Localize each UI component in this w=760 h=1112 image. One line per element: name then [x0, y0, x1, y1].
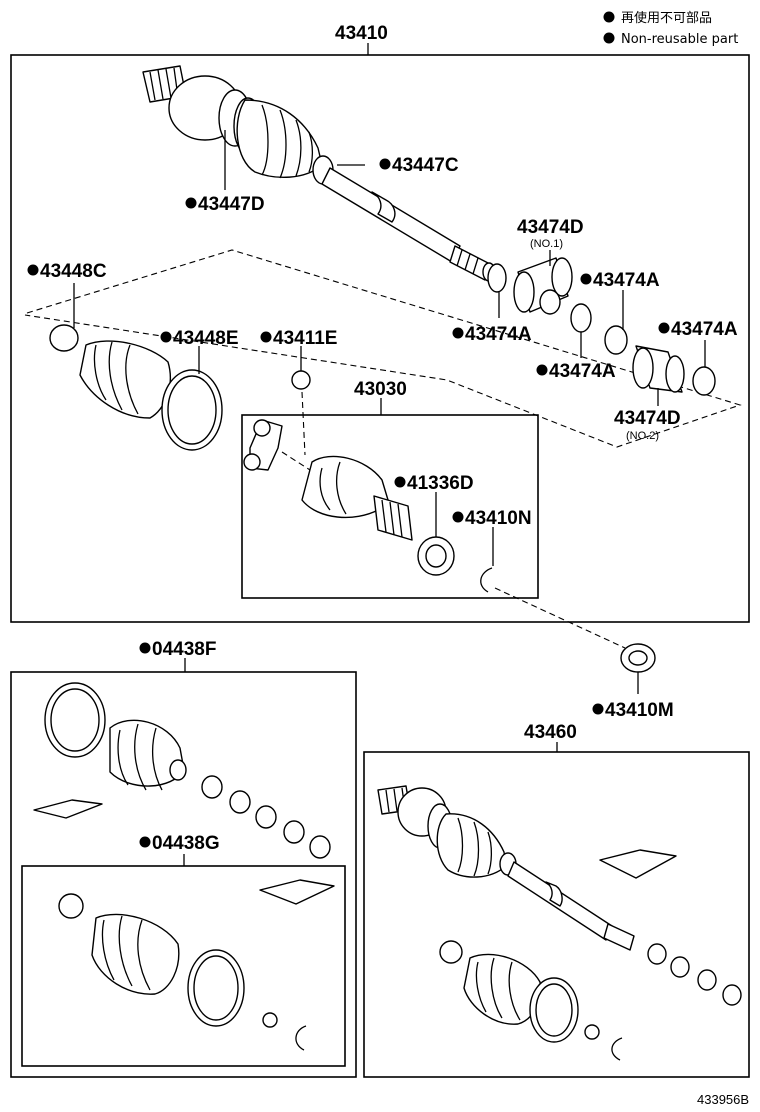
- non-reusable-marker-icon: [27, 264, 39, 276]
- non-reusable-marker-icon: [580, 273, 592, 285]
- non-reusable-marker-icon: [452, 327, 464, 339]
- non-reusable-marker-icon: [160, 331, 172, 343]
- label-43474D-no1: 43474D: [517, 217, 584, 238]
- label-43030: 43030: [354, 379, 407, 400]
- label-43447D: 43447D: [198, 194, 265, 215]
- figure-id: 433956B: [697, 1092, 749, 1107]
- label-43447C: 43447C: [392, 155, 459, 176]
- non-reusable-marker-icon: [260, 331, 272, 343]
- non-reusable-marker-icon: [603, 11, 615, 23]
- bearing-43410M: [620, 643, 656, 673]
- drive-shaft-outboard: [142, 65, 496, 282]
- damper-43474D-no1: [513, 257, 573, 315]
- legend-jp: 再使用不可部品: [621, 10, 712, 26]
- inboard-joint: [243, 391, 626, 649]
- label-43410M: 43410M: [605, 700, 674, 721]
- clamps-43474A: [487, 263, 716, 396]
- non-reusable-marker-icon: [452, 511, 464, 523]
- label-41336D: 41336D: [407, 473, 474, 494]
- label-04438F: 04438F: [152, 639, 216, 660]
- legend: 再使用不可部品 Non-reusable part: [603, 10, 738, 47]
- frame-43410: [10, 54, 750, 623]
- label-43474A-2: 43474A: [465, 324, 532, 345]
- legend-en: Non-reusable part: [621, 32, 738, 47]
- boot-kit-43460: [439, 940, 742, 1061]
- label-43474A-4: 43474A: [549, 361, 616, 382]
- boot-kit-04438G: [58, 879, 335, 1051]
- label-43410: 43410: [335, 23, 388, 44]
- label-43448E: 43448E: [173, 328, 239, 349]
- boot-kit-04438F: [33, 682, 331, 859]
- label-43411E: 43411E: [273, 328, 337, 349]
- non-reusable-marker-icon: [536, 364, 548, 376]
- drive-shaft-43460: [377, 785, 677, 951]
- non-reusable-marker-icon: [185, 197, 197, 209]
- frame-43030: [241, 414, 539, 599]
- non-reusable-marker-icon: [603, 32, 615, 44]
- frame-04438F: [10, 671, 357, 1078]
- boot-kit-outline: [24, 249, 742, 448]
- leader-lines: [73, 43, 706, 866]
- damper-43474D-no2: [632, 345, 685, 393]
- non-reusable-marker-icon: [139, 836, 151, 848]
- label-43410N: 43410N: [465, 508, 532, 529]
- non-reusable-marker-icon: [139, 642, 151, 654]
- part-labels: 43410 43447C 43447D 43474D (NO.1) 43448C…: [27, 23, 738, 854]
- label-43474D-no2-sub: (NO.2): [626, 430, 659, 442]
- label-43474A-1: 43474A: [593, 270, 660, 291]
- label-04438G: 04438G: [152, 833, 220, 854]
- inboard-boot-kit: [49, 324, 311, 451]
- label-43474A-3: 43474A: [671, 319, 738, 340]
- label-43448C: 43448C: [40, 261, 107, 282]
- non-reusable-marker-icon: [658, 322, 670, 334]
- non-reusable-marker-icon: [394, 476, 406, 488]
- non-reusable-marker-icon: [379, 158, 391, 170]
- label-43474D-no2: 43474D: [614, 408, 681, 429]
- label-43474D-no1-sub: (NO.1): [530, 238, 563, 250]
- label-43460: 43460: [524, 722, 577, 743]
- non-reusable-marker-icon: [592, 703, 604, 715]
